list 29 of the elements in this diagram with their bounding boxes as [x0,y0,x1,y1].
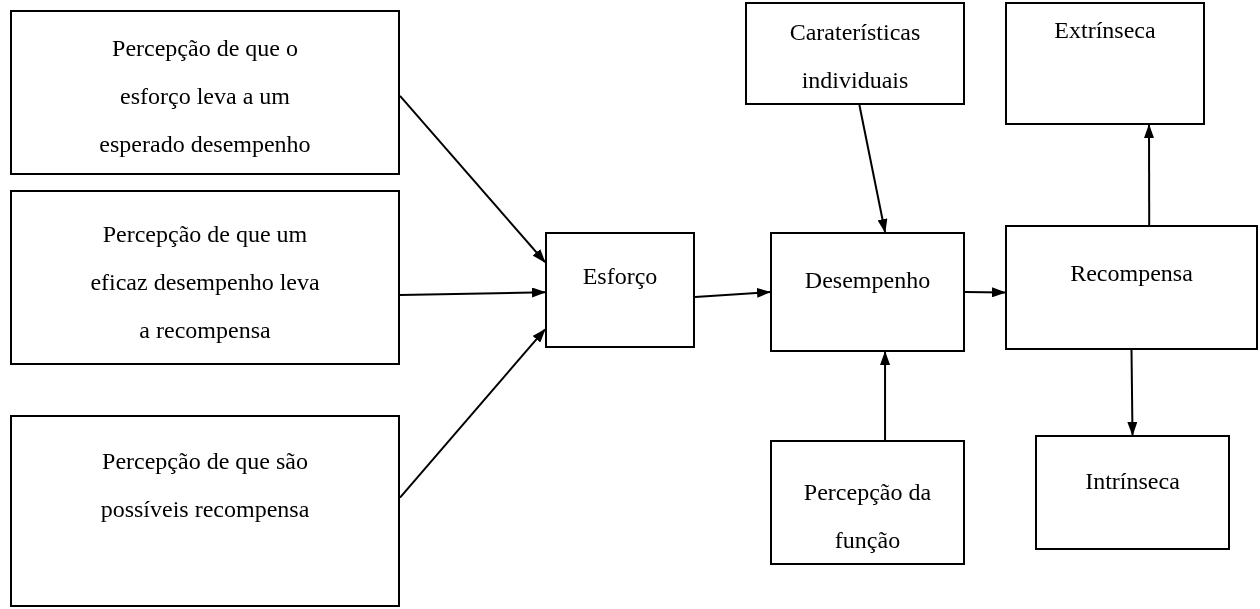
box-text: Percepção da função [802,478,933,555]
process-box [1005,225,1258,350]
process-box [1005,2,1205,125]
process-box [770,440,965,565]
box-text: Caraterísticas individuais [788,18,922,95]
arrow [1127,349,1138,436]
box-text: Percepção de que o esforço leva a um esperado desempenho [98,34,312,159]
arrow [399,328,546,499]
process-box [10,190,400,365]
arrow [964,287,1006,298]
process-box [545,232,695,348]
arrow [399,287,546,298]
arrow [858,104,888,233]
process-box [10,10,400,175]
arrow [1144,124,1155,226]
arrow [880,351,891,441]
box-text: Percepção de que são possíveis recompensa [99,447,311,524]
box-text: Extrínseca [1054,16,1156,45]
box-text: Percepção de que um eficaz desempenho leva a recompensa [89,220,321,345]
arrow [399,94,546,264]
process-box [1035,435,1230,550]
box-text: Recompensa [1070,259,1193,288]
box-text: Esforço [582,262,658,291]
box-text: Desempenho [804,266,931,295]
arrow [694,287,771,298]
process-box [745,2,965,105]
process-box [770,232,965,352]
process-box [10,415,400,607]
box-text: Intrínseca [1085,467,1180,496]
